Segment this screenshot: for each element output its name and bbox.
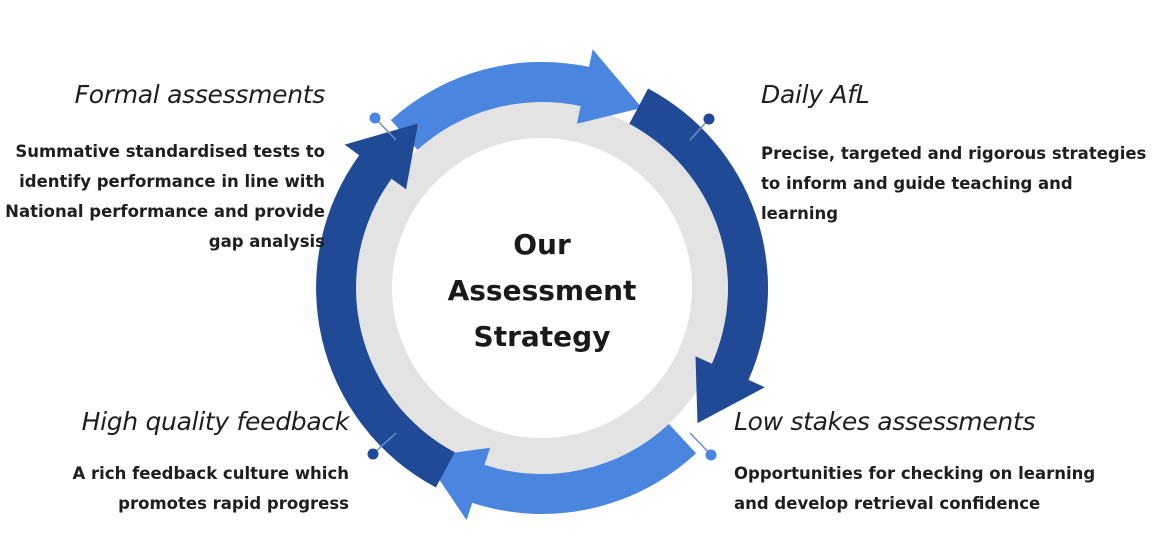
quadrant-description: Precise, targeted and rigorous strategie… (761, 139, 1146, 229)
quadrant-description: Summative standardised tests to identify… (5, 137, 325, 257)
quadrant-low-stakes-assessments: Low stakes assessments Opportunities for… (734, 407, 1095, 519)
center-title: Our Assessment Strategy (448, 222, 637, 360)
center-title-line-1: Our (513, 228, 571, 261)
quadrant-title: Daily AfL (761, 80, 870, 109)
description-line: identify performance in line with (19, 172, 325, 191)
center-title-line-2: Assessment (447, 274, 637, 307)
quadrant-title: High quality feedback (81, 407, 350, 436)
inner-grey-ring (356, 102, 728, 474)
connector-lowstakes-dot (705, 449, 717, 461)
description-line: promotes rapid progress (118, 494, 349, 513)
quadrant-description: Opportunities for checking on learning a… (734, 459, 1095, 519)
arrow-segment-top (390, 49, 642, 150)
connector-daily-dot (703, 113, 715, 125)
quadrant-connectors (367, 112, 717, 461)
quadrant-formal-assessments: Formal assessments Summative standardise… (5, 80, 325, 257)
description-line: Summative standardised tests to (15, 142, 325, 161)
description-line: to inform and guide teaching and (761, 174, 1073, 193)
quadrant-title: Low stakes assessments (734, 407, 1036, 436)
connector-formal-dot (369, 112, 381, 124)
quadrant-title: Formal assessments (74, 80, 326, 109)
connector-feedback-dot (367, 448, 379, 460)
arrow-segment-right (629, 88, 769, 424)
center-title-line-3: Strategy (473, 320, 611, 353)
description-line: Opportunities for checking on learning (734, 464, 1096, 483)
description-line: gap analysis (208, 232, 325, 251)
quadrant-high-quality-feedback: High quality feedback A rich feedback cu… (73, 407, 350, 519)
cycle-arrows (316, 49, 769, 521)
description-line: National performance and provide (5, 202, 325, 221)
description-line: A rich feedback culture which (72, 464, 349, 483)
description-line: learning (761, 204, 839, 223)
quadrant-description: A rich feedback culture which promotes r… (73, 459, 349, 519)
description-line: Precise, targeted and rigorous strategie… (761, 144, 1147, 163)
description-line: and develop retrieval confidence (734, 494, 1041, 513)
arrow-segment-bottom (423, 424, 697, 521)
arrow-segment-left (316, 123, 455, 488)
quadrant-daily-afl: Daily AfL Precise, targeted and rigorous… (761, 80, 1146, 229)
